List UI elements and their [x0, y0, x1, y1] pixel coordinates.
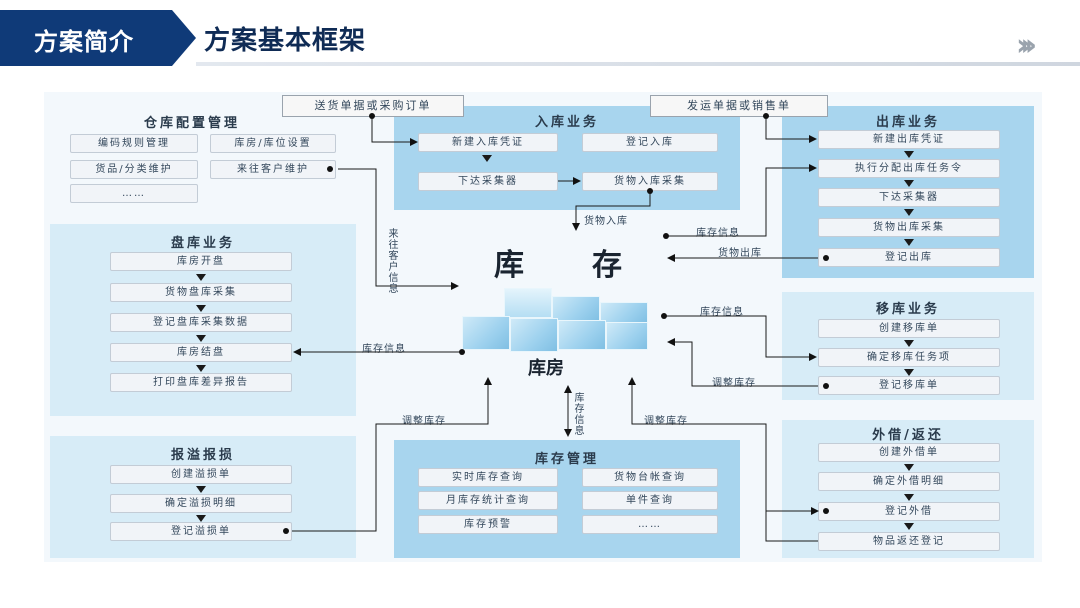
link-label-stock-info: 库存信息	[362, 344, 406, 355]
warehouse-label: 库房	[528, 358, 564, 379]
overflow-loss-title: 报溢报损	[170, 448, 235, 463]
inventory-mgmt-item: 实时库存查询	[418, 468, 558, 487]
flow-arrow-down	[904, 464, 914, 471]
overflow-loss-item: 登记溢损单	[110, 522, 292, 541]
flow-arrow-down	[196, 305, 206, 312]
flow-arrow-down	[196, 365, 206, 372]
flow-arrow-down	[904, 151, 914, 158]
warehouse-config-item: 编码规则管理	[70, 134, 198, 153]
transfer-item: 确定移库任务项	[818, 348, 1000, 367]
chevron-right-icon: ›››	[1016, 28, 1037, 63]
stocktake-item: 库房结盘	[110, 343, 292, 362]
flow-arrow-down	[482, 155, 492, 162]
outbound-title: 出库业务	[875, 115, 940, 130]
lend-return-item: 确定外借明细	[818, 472, 1000, 491]
flow-arrow-down	[196, 335, 206, 342]
lend-return-title: 外借/返还	[872, 428, 944, 443]
outbound-item: 登记出库	[818, 248, 1000, 267]
inventory-mgmt-item: 单件查询	[582, 491, 718, 510]
overflow-loss-item: 创建溢损单	[110, 465, 292, 484]
flow-arrow-down	[904, 523, 914, 530]
section-label: 方案简介	[34, 28, 134, 56]
stocktake-item: 打印盘库差异报告	[110, 373, 292, 392]
link-label-adjust: 调整库存	[402, 416, 446, 427]
section-tab	[0, 10, 196, 66]
inbound-panel: 入库业务	[394, 106, 740, 210]
inbound-item: 货物入库采集	[582, 172, 718, 191]
warehouse-config-title: 仓库配置管理	[143, 116, 240, 131]
inbound-item: 新建入库凭证	[418, 133, 558, 152]
transfer-item: 登记移库单	[818, 376, 1000, 395]
inventory-mgmt-title: 库存管理	[534, 452, 599, 467]
inbound-item: 下达采集器	[418, 172, 558, 191]
flow-arrow-down	[904, 239, 914, 246]
inventory-mgmt-item: ……	[582, 515, 718, 534]
flow-arrow-down	[904, 180, 914, 187]
flow-arrow-down	[904, 340, 914, 347]
lend-return-item: 创建外借单	[818, 443, 1000, 462]
link-label-customer-info: 来往客户信息	[386, 228, 397, 294]
stocktake-item: 库房开盘	[110, 252, 292, 271]
page-header: 方案简介 方案基本框架 ›››	[0, 0, 1080, 68]
link-label-stock-info: 库存信息	[700, 307, 744, 318]
flow-arrow-down	[904, 369, 914, 376]
link-label-stock-info: 库存信息	[572, 392, 583, 436]
flow-arrow-down	[196, 274, 206, 281]
link-label-adjust: 调整库存	[712, 378, 756, 389]
page-title: 方案基本框架	[204, 26, 367, 56]
link-label-stock-info: 库存信息	[696, 228, 740, 239]
inventory-mgmt-item: 库存预警	[418, 515, 558, 534]
flow-arrow-down	[196, 486, 206, 493]
transfer-title: 移库业务	[875, 302, 940, 317]
link-label-goods-in: 货物入库	[584, 216, 628, 227]
link-label-goods-out: 货物出库	[718, 248, 762, 259]
flow-arrow-down	[904, 209, 914, 216]
purchase-doc-note: 送货单据或采购订单	[282, 95, 464, 117]
link-label-adjust: 调整库存	[644, 416, 688, 427]
outbound-item: 新建出库凭证	[818, 130, 1000, 149]
stocktake-item: 货物盘库采集	[110, 283, 292, 302]
warehouse-config-item: 库房/库位设置	[210, 134, 336, 153]
outbound-item: 货物出库采集	[818, 218, 1000, 237]
flow-arrow-down	[904, 494, 914, 501]
inbound-item: 登记入库	[582, 133, 718, 152]
flow-arrow-down	[196, 515, 206, 522]
lend-return-item: 物品返还登记	[818, 532, 1000, 551]
inventory-char-2: 存	[592, 248, 622, 283]
stocktake-item: 登记盘库采集数据	[110, 313, 292, 332]
inventory-mgmt-item: 货物台帐查询	[582, 468, 718, 487]
lend-return-item: 登记外借	[818, 502, 1000, 521]
inventory-char-1: 库	[494, 248, 524, 283]
overflow-loss-item: 确定溢损明细	[110, 494, 292, 513]
warehouse-config-item: 货品/分类维护	[70, 160, 198, 179]
header-divider	[196, 62, 1080, 66]
outbound-item: 执行分配出库任务令	[818, 159, 1000, 178]
inventory-mgmt-item: 月库存统计查询	[418, 491, 558, 510]
outbound-item: 下达采集器	[818, 188, 1000, 207]
warehouse-config-item: ……	[70, 184, 198, 203]
transfer-item: 创建移库单	[818, 319, 1000, 338]
warehouse-config-item: 来往客户维护	[210, 160, 336, 179]
inbound-title: 入库业务	[534, 115, 599, 130]
shipping-doc-note: 发运单据或销售单	[650, 95, 828, 117]
stocktake-title: 盘库业务	[170, 236, 235, 251]
